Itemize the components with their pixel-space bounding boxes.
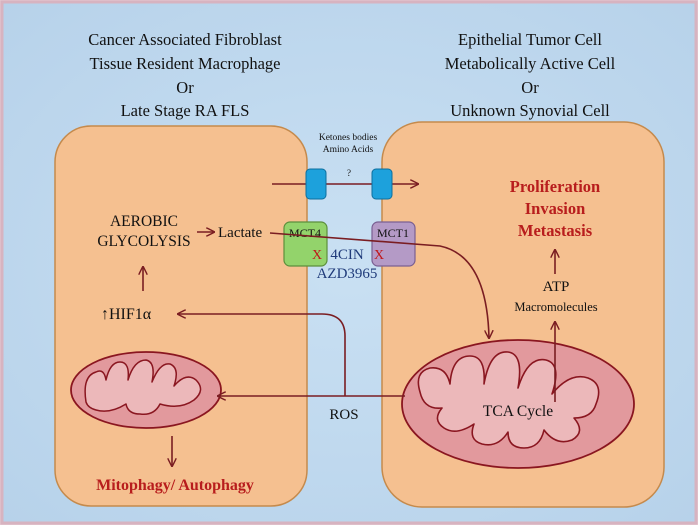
right-cell-header-line-1: Epithelial Tumor Cell (458, 30, 602, 49)
lactate-to-mitochondria-arrow (269, 232, 489, 338)
mct1-block-mark: X (374, 248, 384, 263)
outcome-metastasis: Metastasis (518, 221, 593, 240)
mitophagy-label: Mitophagy/ Autophagy (96, 477, 254, 494)
hif1a-label: ↑HIF1α (101, 306, 152, 323)
mct4-transporter (283, 221, 328, 267)
mct4-label: MCT4 (289, 226, 321, 240)
right-channel (371, 168, 393, 200)
inhibitor-4cin: 4CIN (330, 247, 364, 263)
lactate-label: Lactate (218, 225, 262, 241)
outcome-invasion: Invasion (525, 199, 586, 218)
left-channel (305, 168, 327, 200)
left-cell-header-line-2: Tissue Resident Macrophage (90, 54, 281, 73)
right-mitochondrion (401, 339, 635, 469)
tca-cycle-label: TCA Cycle (483, 403, 553, 420)
ros-to-hif-arrow (178, 314, 346, 396)
outcome-proliferation: Proliferation (510, 177, 600, 196)
right-cell-header-line-4: Unknown Synovial Cell (450, 101, 610, 120)
left-cell-header-line-3: Or (176, 78, 194, 97)
ros-label: ROS (329, 407, 358, 423)
mct4-block-mark: X (312, 248, 322, 263)
transport-label-ketones: Ketones bodies (319, 133, 378, 143)
transport-label-amino-acids: Amino Acids (323, 145, 374, 155)
right-cell-header-line-2: Metabolically Active Cell (445, 54, 616, 73)
mct1-label: MCT1 (377, 226, 409, 240)
inhibitor-azd3965: AZD3965 (317, 266, 378, 282)
atp-label: ATP (543, 279, 570, 295)
aerobic-label: AEROBIC (110, 213, 178, 230)
transport-unknown-mark: ? (347, 168, 351, 178)
right-cell-header-line-3: Or (521, 78, 539, 97)
macromolecules-label: Macromolecules (514, 300, 597, 314)
left-mitochondrion (70, 351, 222, 429)
left-cell (54, 125, 308, 507)
left-cell-header-line-1: Cancer Associated Fibroblast (88, 30, 282, 49)
left-cell-header-line-4: Late Stage RA FLS (121, 101, 250, 120)
glycolysis-label: GLYCOLYSIS (97, 233, 190, 250)
